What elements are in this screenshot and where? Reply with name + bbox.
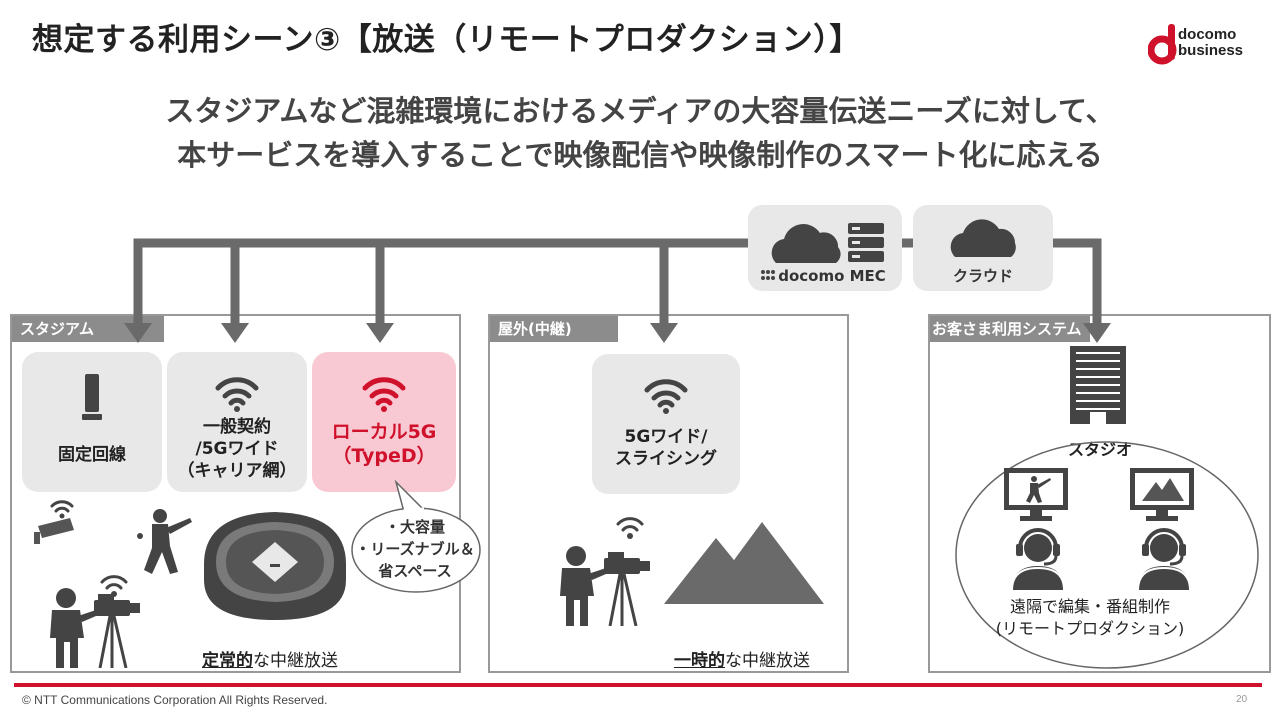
camera-wifi-icon	[616, 517, 644, 539]
cloud-box: クラウド	[913, 205, 1053, 291]
stadium-icon	[204, 512, 346, 620]
monitor-mountain-icon	[1130, 468, 1194, 521]
bubble-text: ・大容量 ・リーズナブル＆ 省スペース	[355, 518, 475, 580]
page-title: 想定する利用シーン③【放送（リモートプロダクション）】	[32, 22, 861, 58]
5g-wide-slicing-card: 5Gワイド/ スライシング	[592, 354, 740, 494]
baseball-batter-icon	[137, 509, 192, 574]
fixed-line-text: 固定回線	[58, 445, 126, 465]
subtitle-line1: スタジアムなど混雑環境におけるメディアの大容量伝送ニーズに対して、	[165, 94, 1115, 128]
cameraman-icon	[50, 588, 140, 668]
docomo-mec-mark-icon	[761, 270, 775, 280]
customer-section-label: お客さま利用システム	[930, 316, 1090, 342]
studio-ellipse	[955, 441, 1259, 669]
cameraman-icon	[560, 546, 650, 626]
cloud-label: クラウド	[952, 267, 1013, 285]
docomo-d-icon	[1148, 24, 1177, 65]
copyright: © NTT Communications Corporation All Rig…	[22, 693, 328, 707]
outdoor-caption-rest: な中継放送	[725, 651, 810, 671]
monitor-baseball-icon	[1004, 468, 1068, 521]
remote-production-caption: 遠隔で編集・番組制作 (リモートプロダクション)	[995, 597, 1185, 638]
mountain-icon	[664, 522, 824, 604]
operator-headset-icon	[1137, 528, 1191, 590]
speech-bubble	[351, 479, 481, 593]
local-5g-card: ローカル5G （TypeD）	[312, 352, 456, 492]
stadium-caption-bold: 定常的	[202, 651, 253, 671]
logo-line2: business	[1178, 42, 1244, 59]
outdoor-section-label: 屋外(中継)	[490, 316, 618, 342]
logo-line1: docomo	[1178, 26, 1237, 43]
docomo-mec-box: docomo MEC	[748, 205, 902, 291]
general-contract-card: 一般契約 /5Gワイド （キャリア網）	[167, 352, 307, 492]
arrow-to-fixed	[133, 238, 748, 325]
studio-label: スタジオ	[1068, 440, 1133, 459]
general-contract-text: 一般契約 /5Gワイド （キャリア網）	[177, 417, 297, 481]
docomo-business-logo: docomo business	[1148, 22, 1260, 66]
subtitle-line2: 本サービスを導入することで映像配信や映像制作のスマート化に応える	[177, 138, 1103, 172]
mec-label: docomo MEC	[778, 267, 886, 285]
fixed-line-card: 固定回線	[22, 352, 162, 492]
mec-cloud-server-icon	[771, 223, 884, 263]
stadium-caption: 定常的な中継放送	[202, 646, 338, 671]
outdoor-caption: 一時的な中継放送	[674, 646, 810, 671]
wifi-icon	[215, 377, 259, 412]
building-icon	[1070, 346, 1126, 424]
arrow-to-customer	[1053, 238, 1102, 325]
security-camera-icon	[34, 500, 74, 544]
stadium-section-label: スタジアム	[12, 316, 164, 342]
stadium-caption-rest: な中継放送	[253, 651, 338, 671]
wifi-icon	[362, 377, 406, 412]
5g-wide-slicing-text: 5Gワイド/ スライシング	[615, 427, 717, 469]
outdoor-caption-bold: 一時的	[674, 651, 725, 671]
local-5g-text: ローカル5G （TypeD）	[331, 421, 437, 467]
page-number: 20	[1236, 694, 1248, 705]
router-icon	[82, 374, 102, 420]
operator-headset-icon	[1011, 528, 1065, 590]
cloud-icon	[950, 219, 1016, 257]
footer-divider	[14, 683, 1262, 687]
wifi-icon	[644, 379, 688, 414]
